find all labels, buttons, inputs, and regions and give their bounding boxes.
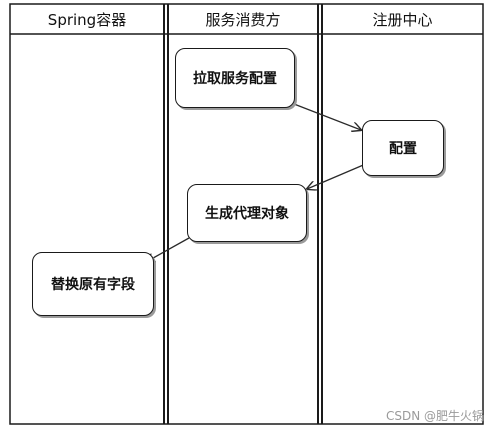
node-replace-original-field: 替换原有字段	[32, 252, 154, 316]
watermark: CSDN @肥牛火锅	[385, 409, 484, 423]
node-config: 配置	[362, 120, 444, 176]
lane-header-registry-center: 注册中心	[372, 10, 433, 29]
arrow-config-to-proxy	[307, 162, 369, 189]
arrow-fetch-to-config	[293, 103, 361, 130]
lane-header-service-consumer: 服务消费方	[205, 10, 281, 29]
node-fetch-service-config: 拉取服务配置	[175, 48, 295, 108]
diagram-frame	[9, 3, 484, 425]
lane-header-spring-container: Spring容器	[47, 10, 127, 29]
node-generate-proxy-object: 生成代理对象	[187, 184, 307, 242]
